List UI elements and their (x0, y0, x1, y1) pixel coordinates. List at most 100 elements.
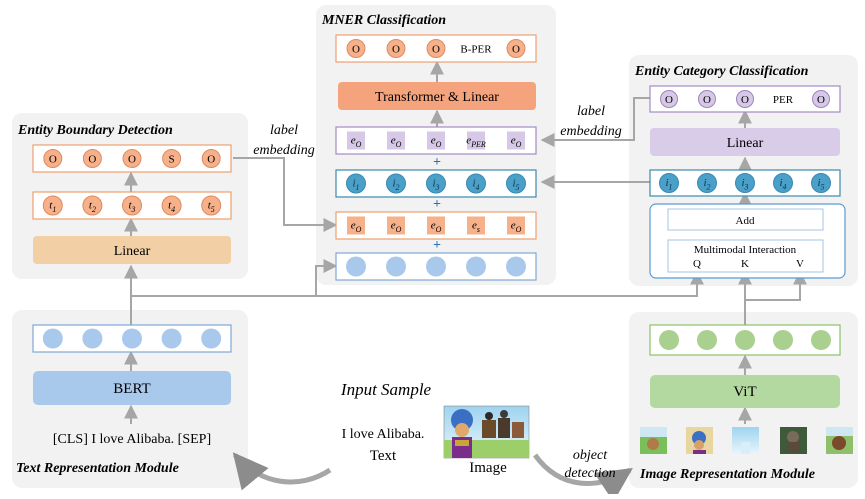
arrow-text-to-q (316, 270, 704, 297)
mner-boundary-emb-node (467, 216, 485, 235)
mner-image-row: i1 i2 i3 i4 i5 (346, 173, 526, 194)
boundary-token-cell: t4 (161, 195, 182, 216)
boundary-label-label: O (128, 154, 136, 166)
plus-sign-1: + (433, 155, 441, 170)
mner-image-label: i3 (432, 178, 439, 192)
category-label-node (660, 90, 678, 108)
mner-image-node (386, 173, 406, 194)
mner-image-cell: i3 (426, 173, 446, 194)
mner-label-emb-node (387, 131, 405, 150)
category-image-label: i1 (665, 177, 672, 191)
mner-boundary-emb-label: eO (391, 220, 402, 234)
mner-image-label: i5 (512, 178, 519, 192)
text-rep-node (42, 328, 63, 349)
arrow-image-to-v (745, 270, 807, 301)
mner-label-emb-label: ePER (466, 135, 486, 149)
boundary-token-label: t3 (128, 200, 135, 214)
add-label: Add (736, 215, 755, 227)
boundary-token-node (42, 195, 63, 216)
mner-output-node (426, 39, 446, 58)
mner-boundary-emb-label: eO (351, 220, 362, 234)
boundary-label-cell: O (43, 149, 63, 168)
label-embedding-right-2: embedding (560, 124, 621, 139)
text-rep-row (42, 328, 222, 349)
mner-output-cell: O (346, 39, 366, 58)
mner-image-label: i2 (392, 178, 399, 192)
mner-text-rep-node (506, 256, 526, 277)
category-linear-label: Linear (727, 136, 764, 151)
boundary-token-label: t5 (208, 200, 215, 214)
mner-boundary-emb-cell: eO (427, 216, 445, 235)
mner-image-node (466, 173, 486, 194)
category-image-cell: i5 (811, 173, 831, 193)
mner-label-emb-cell: eO (387, 131, 405, 150)
category-image-cell: i2 (697, 173, 717, 193)
mner-boundary-emb-cell: eO (347, 216, 365, 235)
text-rep-title: Text Representation Module (16, 461, 179, 476)
category-image-label: i5 (817, 177, 824, 191)
mner-image-cell: i2 (386, 173, 406, 194)
mner-image-node (426, 173, 446, 194)
category-label-label: O (817, 94, 825, 106)
mner-image-cell: i5 (506, 173, 526, 194)
label-embedding-right-1: label (577, 104, 605, 119)
mner-image-cell: i1 (346, 173, 366, 194)
mner-output-label: O (392, 44, 400, 56)
image-rep-row (659, 330, 831, 350)
boundary-token-cell: t3 (122, 195, 142, 216)
image-rep-title: Image Representation Module (639, 467, 815, 482)
mner-layer-box (338, 82, 536, 110)
mner-image-label: i4 (472, 178, 479, 192)
boundary-label-cell: S (162, 149, 182, 168)
patch-3 (732, 427, 759, 454)
category-image-node (735, 173, 755, 193)
mner-title: MNER Classification (321, 13, 446, 28)
category-label-label: PER (773, 94, 794, 106)
boundary-label-node (82, 149, 102, 168)
mner-output-cell: B-PER (460, 44, 492, 56)
boundary-label-cell: O (122, 149, 142, 168)
arrow-category-label-embedding (540, 97, 650, 147)
category-label-cell: O (660, 90, 678, 108)
mner-output-node (386, 39, 406, 58)
input-sample-title: Input Sample (340, 380, 432, 399)
mner-label-emb-cell: eO (507, 131, 525, 150)
mner-label-emb-node (427, 131, 445, 150)
k-label: K (741, 258, 749, 270)
mner-boundary-emb-cell: es (467, 216, 485, 235)
mner-boundary-emb-label: es (472, 220, 480, 234)
v-label: V (796, 258, 804, 270)
mner-label-emb-cell: ePER (466, 131, 486, 150)
mner-label-emb-node (507, 131, 525, 150)
mner-boundary-emb-label: eO (431, 220, 442, 234)
mner-label-emb-cell: eO (347, 131, 365, 150)
boundary-label-node (43, 149, 63, 168)
mner-image-node (506, 173, 526, 194)
mner-label-emb-cell: eO (427, 131, 445, 150)
text-rep-node (201, 328, 222, 349)
patch-4 (780, 427, 807, 454)
bert-box (33, 371, 231, 405)
category-image-label: i2 (703, 177, 710, 191)
patch-1 (640, 427, 667, 454)
boundary-token-node (82, 195, 103, 216)
object-detection-1: object (573, 448, 608, 463)
image-patches (640, 427, 853, 454)
mner-output-cell: O (426, 39, 446, 58)
mner-output-label: B-PER (460, 44, 492, 56)
interaction-box (667, 239, 824, 273)
mner-output-label: O (432, 44, 440, 56)
arrow-text-to-mner-rep (131, 259, 338, 297)
text-rep-node (122, 328, 142, 349)
mner-boundary-emb-node (507, 216, 525, 235)
mner-label-emb-label: eO (511, 135, 522, 149)
mner-layer-label: Transformer & Linear (375, 90, 499, 105)
object-detection-2: detection (564, 466, 615, 481)
label-embedding-left-1: label (270, 123, 298, 138)
